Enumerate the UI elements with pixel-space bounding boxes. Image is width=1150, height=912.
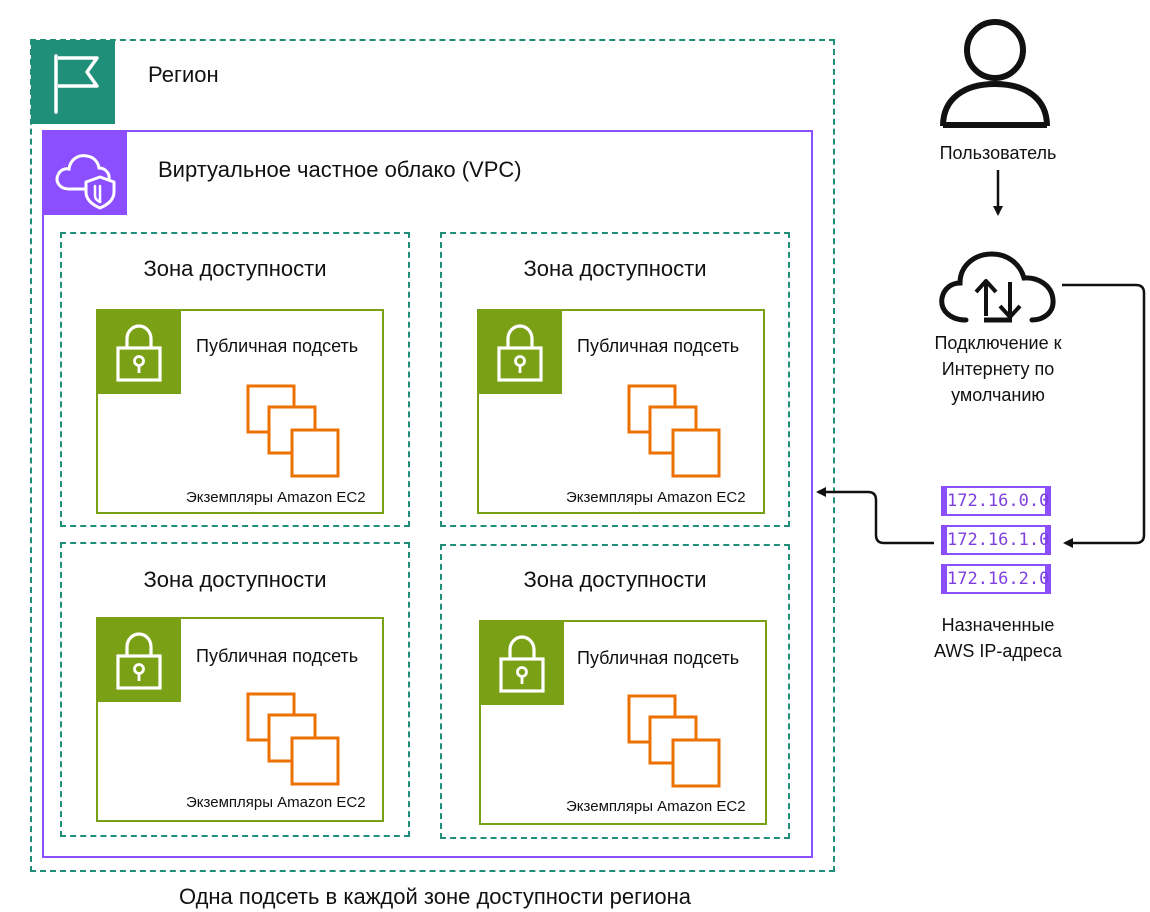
lock-icon bbox=[497, 324, 543, 382]
subnet-lock-tile bbox=[478, 310, 562, 394]
cloud-shield-icon bbox=[55, 154, 116, 210]
availability-zone-title: Зона доступности bbox=[143, 256, 327, 281]
public-subnet bbox=[479, 620, 767, 825]
availability-zone-title: Зона доступности bbox=[523, 256, 707, 281]
diagram-caption: Одна подсеть в каждой зоне доступности р… bbox=[178, 884, 692, 909]
ec2-instances-icon bbox=[627, 694, 721, 788]
vpc-label: Виртуальное частное облако (VPC) bbox=[158, 157, 522, 182]
availability-zone bbox=[60, 232, 410, 527]
availability-zone-title: Зона доступности bbox=[143, 567, 327, 592]
availability-zone bbox=[440, 232, 790, 527]
internet-cloud-icon bbox=[939, 251, 1056, 323]
subnet-label: Публичная подсеть bbox=[196, 336, 359, 356]
ec2-instances-icon bbox=[246, 692, 340, 786]
ec2-label: Экземпляры Amazon EC2 bbox=[186, 794, 366, 811]
subnet-lock-tile bbox=[480, 621, 564, 705]
user-label: Пользователь bbox=[939, 143, 1057, 163]
ip-caption-line: AWS IP-адреса bbox=[934, 641, 1062, 661]
flag-icon bbox=[54, 54, 99, 114]
ip-caption-line: Назначенные bbox=[941, 615, 1055, 635]
internet-label-line: Интернету по bbox=[941, 359, 1055, 379]
lock-icon bbox=[499, 635, 545, 693]
subnet-label: Публичная подсеть bbox=[196, 646, 359, 666]
public-subnet bbox=[477, 309, 765, 514]
internet-label: Подключение к Интернету по умолчанию bbox=[898, 330, 1098, 408]
ec2-label: Экземпляры Amazon EC2 bbox=[566, 798, 746, 815]
ip-caption: Назначенные AWS IP-адреса bbox=[898, 612, 1098, 664]
ip-address: 172.16.0.0 bbox=[941, 486, 1051, 516]
ec2-instances-icon bbox=[627, 384, 721, 478]
ip-address: 172.16.2.0 bbox=[941, 564, 1051, 594]
vpc-boundary bbox=[42, 130, 813, 858]
public-subnet bbox=[96, 309, 384, 514]
ec2-instances-icon bbox=[246, 384, 340, 478]
lock-icon bbox=[116, 324, 162, 382]
ip-address: 172.16.1.0 bbox=[941, 525, 1051, 555]
subnet-lock-tile bbox=[97, 310, 181, 394]
ec2-label: Экземпляры Amazon EC2 bbox=[566, 489, 746, 506]
subnet-label: Публичная подсеть bbox=[577, 648, 740, 668]
arrow-internet-to-ip bbox=[1062, 283, 1146, 548]
region-boundary bbox=[30, 39, 835, 872]
internet-label-line: умолчанию bbox=[951, 385, 1045, 405]
internet-label-line: Подключение к bbox=[934, 333, 1062, 353]
availability-zone bbox=[60, 542, 410, 837]
user-icon bbox=[940, 19, 1050, 128]
public-subnet bbox=[96, 617, 384, 822]
availability-zone bbox=[440, 544, 790, 839]
region-flag-tile bbox=[31, 40, 115, 124]
lock-icon bbox=[116, 632, 162, 690]
arrow-ip-to-vpc bbox=[816, 487, 934, 545]
availability-zone-title: Зона доступности bbox=[523, 567, 707, 592]
subnet-lock-tile bbox=[97, 618, 181, 702]
region-label: Регион bbox=[148, 62, 219, 87]
ec2-label: Экземпляры Amazon EC2 bbox=[186, 489, 366, 506]
subnet-label: Публичная подсеть bbox=[577, 336, 740, 356]
vpc-tile bbox=[43, 131, 127, 215]
